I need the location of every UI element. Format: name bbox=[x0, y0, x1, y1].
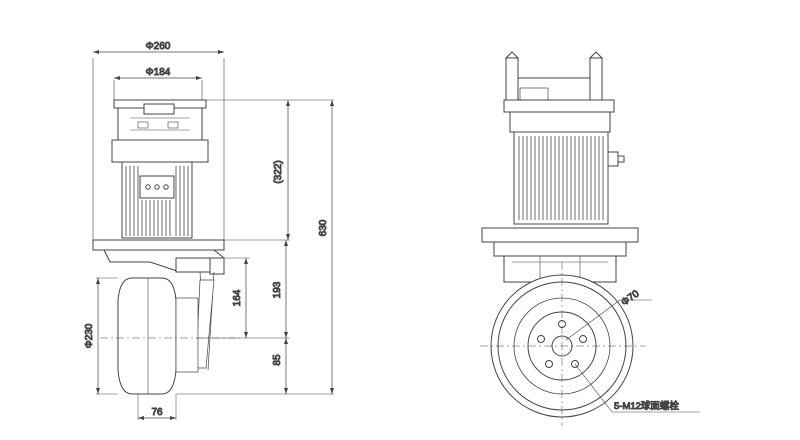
dim-d70: Φ70 bbox=[619, 288, 641, 308]
front-view: Φ70 5-M12球面螺栓 bbox=[480, 51, 700, 426]
dim-d230: Φ230 bbox=[84, 323, 95, 348]
dim-d184: Φ184 bbox=[146, 67, 171, 78]
dim-h85: 85 bbox=[272, 354, 283, 366]
dim-w76: 76 bbox=[151, 407, 163, 418]
dim-h193: 193 bbox=[272, 281, 283, 298]
dim-h164: 164 bbox=[232, 289, 243, 306]
dim-h630: 630 bbox=[318, 219, 329, 236]
side-view: Φ260 Φ184 (322) 630 bbox=[84, 41, 334, 420]
bolt-note: 5-M12球面螺栓 bbox=[614, 400, 679, 412]
dim-d260: Φ260 bbox=[146, 41, 171, 52]
dim-h322: (322) bbox=[273, 160, 284, 183]
